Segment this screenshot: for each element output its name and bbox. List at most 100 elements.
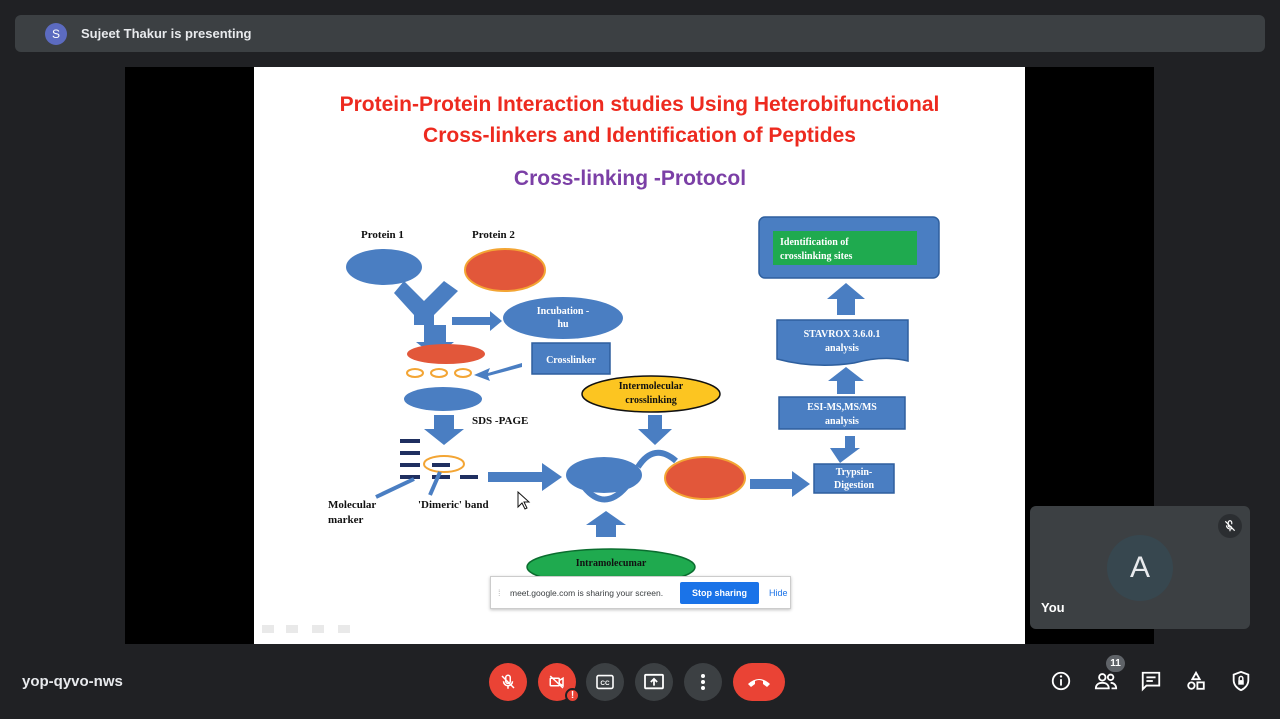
monomer-band-2	[460, 475, 478, 479]
intermolecular-label-2: crosslinking	[625, 395, 677, 406]
activities-button[interactable]	[1184, 669, 1208, 693]
protein1-shape	[346, 249, 422, 285]
up-arrow-2	[828, 367, 864, 394]
marker-band-2	[400, 451, 420, 455]
complex-shape	[407, 344, 485, 364]
present-screen-icon	[644, 673, 664, 690]
camera-off-icon	[549, 675, 564, 689]
slide-subtitle: Cross-linking -Protocol	[513, 167, 747, 190]
protein2-shape	[464, 248, 546, 292]
up-arrow-intra	[586, 511, 626, 537]
protein1-label: Protein 1	[361, 229, 404, 241]
more-vert-icon	[701, 674, 705, 690]
intramolecular-bridge	[581, 484, 629, 503]
identification-label-1: Identification of	[780, 237, 849, 248]
camera-warning-icon: !	[565, 688, 580, 703]
host-controls-button[interactable]	[1229, 669, 1253, 693]
merge-arrow	[394, 281, 458, 325]
marker-band-4	[400, 475, 420, 479]
marker-pointer	[375, 477, 415, 499]
esi-label-1: ESI-MS,MS/MS	[807, 402, 877, 413]
intramolecular-label: Intramolecumar	[576, 558, 647, 569]
host-controls-icon	[1232, 670, 1250, 692]
meeting-details-button[interactable]	[1049, 669, 1073, 693]
dimeric-pointer	[428, 471, 442, 496]
trypsin-label-2: Digestion	[834, 480, 874, 491]
leave-call-button[interactable]	[733, 663, 785, 701]
incubation-shape	[503, 297, 623, 339]
linker-1	[406, 368, 424, 378]
chat-button[interactable]	[1139, 669, 1163, 693]
camera-toggle-button[interactable]: !	[538, 663, 580, 703]
intermolecular-shape	[581, 375, 721, 413]
mic-off-icon	[501, 674, 515, 689]
captions-icon: CC	[596, 674, 614, 690]
people-button[interactable]	[1094, 669, 1118, 693]
sharing-notification-bar: ⁞ meet.google.com is sharing your screen…	[490, 576, 791, 609]
esi-box	[778, 396, 906, 430]
svg-text:CC: CC	[600, 680, 610, 687]
crosslinked-protein2	[664, 456, 746, 500]
stavrox-label-1: STAVROX 3.6.0.1	[804, 329, 881, 340]
slide-title-line1: Protein-Protein Interaction studies Usin…	[339, 93, 940, 116]
down-arrow-3	[638, 415, 672, 445]
people-icon	[1094, 673, 1118, 690]
cursor-icon	[517, 490, 531, 510]
incubation-label-1: Incubation -	[537, 306, 590, 317]
self-name: You	[1041, 600, 1065, 615]
intermolecular-label-1: Intermolecular	[619, 381, 684, 392]
marker-band-1	[400, 439, 420, 443]
present-now-button[interactable]	[635, 663, 673, 701]
crosslinker-label: Crosslinker	[546, 355, 596, 366]
intermolecular-bridge	[635, 449, 678, 469]
trypsin-label-1: Trypsin-	[836, 467, 873, 478]
self-view-tile[interactable]: A You	[1030, 506, 1250, 629]
chat-icon	[1141, 671, 1161, 692]
identification-inner	[773, 231, 917, 265]
linker-2	[430, 368, 448, 378]
marker-label-2: marker	[328, 514, 364, 526]
dimeric-label: 'Dimeric' band	[418, 499, 489, 511]
captions-button[interactable]: CC	[586, 663, 624, 701]
stavrox-box	[776, 319, 909, 366]
crosslinker-arrow	[474, 363, 522, 381]
esi-label-2: analysis	[825, 416, 859, 427]
incubation-label-2: hu	[557, 319, 569, 330]
info-icon	[1051, 671, 1071, 691]
participants-count-badge: 11	[1106, 655, 1125, 672]
marker-band-3	[400, 463, 420, 467]
linker-3	[454, 368, 472, 378]
shared-slide: Protein-Protein Interaction studies Usin…	[254, 67, 1025, 644]
sharing-message: meet.google.com is sharing your screen.	[510, 587, 664, 598]
hide-bar-link[interactable]: Hide	[769, 587, 788, 598]
dimeric-band-mark	[432, 463, 450, 467]
stavrox-label-2: analysis	[825, 343, 859, 354]
crosslinked-protein1	[566, 457, 642, 493]
monomer-band-1	[432, 475, 450, 479]
slide-title-line2: Cross-linkers and Identification of Pept…	[423, 124, 856, 147]
self-avatar: A	[1107, 535, 1173, 601]
down-arrow-2	[424, 415, 464, 445]
identification-label-2: crosslinking sites	[780, 251, 852, 262]
drag-handle-icon[interactable]: ⁞	[498, 587, 501, 598]
trypsin-box	[813, 463, 895, 494]
activities-icon	[1187, 670, 1205, 690]
slide-title: Protein-Protein Interaction studies Usin…	[254, 89, 1025, 151]
stop-sharing-button[interactable]: Stop sharing	[680, 581, 760, 604]
sds-page-label: SDS -PAGE	[472, 415, 528, 427]
mic-toggle-button[interactable]	[489, 663, 527, 701]
right-arrow-1	[488, 463, 562, 491]
up-arrow-1	[830, 436, 860, 463]
up-arrow-3	[827, 283, 865, 315]
crosslinker-box	[531, 342, 611, 375]
more-options-button[interactable]	[684, 663, 722, 701]
dimeric-band-circle	[423, 455, 465, 473]
protein2-label: Protein 2	[472, 229, 515, 241]
right-arrow-2	[750, 471, 810, 497]
protocol-diagram: Protein 1 Protein 2 Incubation - hu Cros…	[262, 216, 940, 633]
slide-toolbar	[262, 625, 350, 633]
presenting-banner: S Sujeet Thakur is presenting	[15, 15, 1265, 52]
meeting-code: yop-qyvo-nws	[22, 673, 123, 690]
incubation-arrow	[452, 311, 502, 331]
presenter-text: Sujeet Thakur is presenting	[81, 26, 252, 41]
